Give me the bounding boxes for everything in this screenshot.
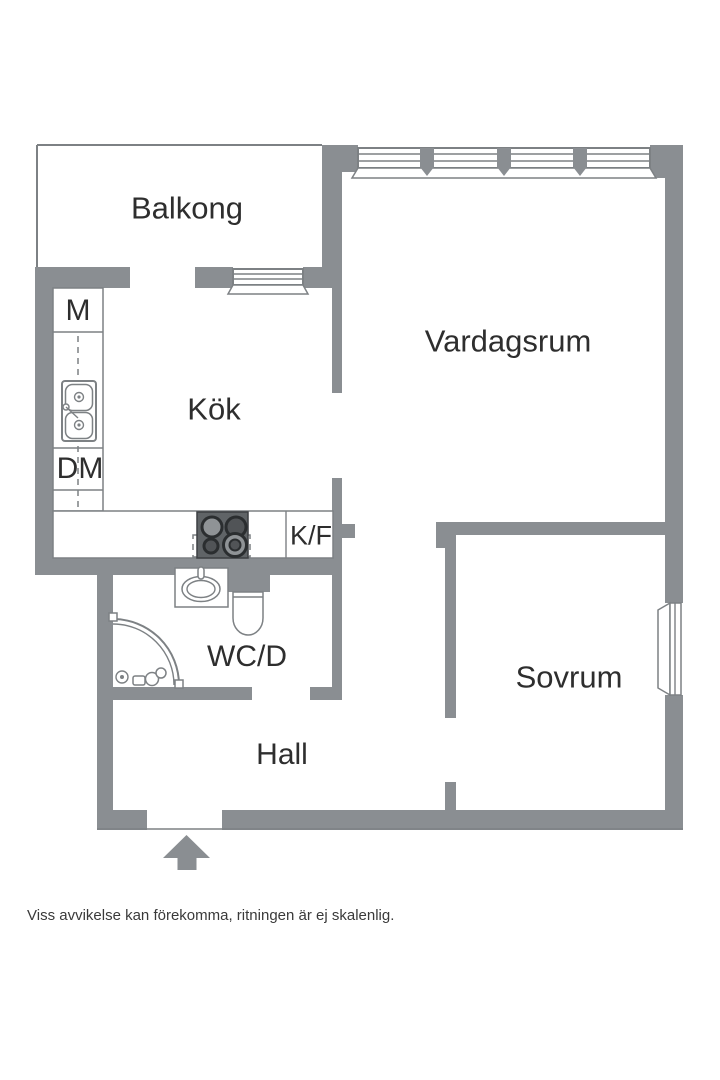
stove-burner	[228, 538, 242, 552]
wall-balcony-right	[322, 145, 342, 288]
wall-right-lower	[665, 695, 683, 830]
wall-bathroom-bottom-right	[310, 687, 342, 700]
balcony-railing	[36, 144, 322, 268]
room-label-bedroom: Sovrum	[515, 659, 623, 695]
wall-bottom-right	[222, 810, 683, 830]
floor-drain-icon	[115, 670, 129, 684]
stove-burner	[202, 537, 220, 555]
kitchen-sink	[61, 380, 97, 442]
room-label-kitchen: Kök	[187, 391, 241, 427]
wall-balcony-bottom-mid	[195, 267, 233, 288]
wall-kitchen-living-lower	[332, 478, 342, 700]
wall-left-kitchen	[35, 272, 53, 570]
shower-door-hinge	[108, 612, 118, 622]
appliance-label-m: M	[65, 294, 91, 327]
wall-balcony-bottom-right	[303, 267, 322, 288]
window-mullion-icon	[497, 148, 511, 176]
bathroom-shaft	[228, 568, 270, 592]
disclaimer-text: Viss avvikelse kan förekomma, ritningen …	[27, 907, 395, 924]
wall-bedroom-top-cap	[436, 522, 447, 548]
wall-kf-nib	[342, 524, 355, 538]
balcony-door-sill	[226, 284, 310, 295]
bedroom-window-sill	[657, 601, 671, 697]
room-label-living-room: Vardagsrum	[424, 323, 592, 359]
shower-mixer-icon	[132, 675, 146, 686]
room-label-balcony: Balkong	[130, 190, 244, 226]
toilet	[232, 591, 264, 636]
entry-arrow-icon	[163, 835, 210, 870]
oven-outline	[192, 534, 251, 558]
wall-bottom-left	[97, 810, 147, 830]
wall-balcony-bottom-left	[35, 267, 130, 288]
room-label-bathroom: WC/D	[207, 640, 287, 673]
window-mullion-icon	[573, 148, 587, 176]
stove-burner	[200, 515, 224, 539]
appliance-label-dm: DM	[56, 452, 104, 485]
wall-kitchen-living-upper	[332, 288, 342, 393]
living-room-window	[350, 147, 658, 179]
bedroom-window	[657, 601, 682, 697]
balcony-door	[226, 268, 310, 295]
appliance-label-kf: K/F	[289, 520, 333, 551]
wall-hall-bedroom-stub	[445, 782, 456, 810]
stove	[192, 511, 251, 559]
faucet-icon	[197, 566, 205, 580]
walls	[35, 145, 683, 830]
shower	[108, 612, 184, 689]
bathroom-sink	[174, 566, 229, 608]
wall-hall-bedroom	[445, 535, 456, 718]
wall-bedroom-top	[436, 522, 683, 535]
wall-corner-top-left	[342, 145, 358, 172]
shower-head-icon	[155, 667, 167, 679]
shower-head-icon	[144, 671, 160, 687]
shower-door-hinge	[174, 679, 184, 689]
wall-right-upper	[665, 145, 683, 603]
room-label-hall: Hall	[256, 738, 308, 771]
wall-bathroom-bottom-left	[97, 687, 252, 700]
window-mullion-icon	[420, 148, 434, 176]
